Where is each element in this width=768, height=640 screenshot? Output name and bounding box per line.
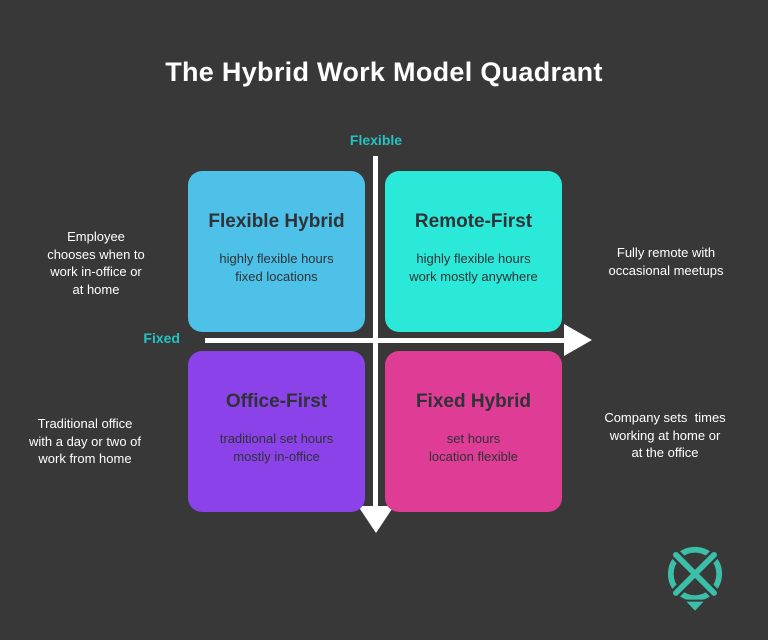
annotation-top-right: Fully remote with occasional meetups bbox=[608, 245, 724, 278]
quadrant-office-first: Office-First traditional set hours mostl… bbox=[188, 351, 365, 512]
pin-x-logo-icon bbox=[667, 546, 723, 614]
quadrant-title: Flexible Hybrid bbox=[208, 211, 345, 232]
quadrant-fixed-hybrid: Fixed Hybrid set hours location flexible bbox=[385, 351, 562, 512]
horizontal-axis-line bbox=[205, 338, 565, 343]
page-title: The Hybrid Work Model Quadrant bbox=[165, 57, 603, 87]
quadrant-title: Remote-First bbox=[414, 211, 533, 232]
quadrant-subtitle: set hours location flexible bbox=[429, 431, 518, 464]
axis-label-fixed: Fixed bbox=[143, 330, 180, 346]
quadrant-title: Fixed Hybrid bbox=[415, 391, 532, 412]
quadrant-title: Office-First bbox=[225, 391, 328, 412]
arrow-right-icon bbox=[564, 324, 592, 356]
annotation-top-left: Employee chooses when to work in-office … bbox=[47, 229, 145, 297]
annotation-bottom-left: Traditional office with a day or two of … bbox=[29, 416, 141, 467]
axis-label-flexible: Flexible bbox=[349, 132, 403, 148]
annotation-bottom-right: Company sets times working at home or at… bbox=[604, 410, 726, 461]
quadrant-remote-first: Remote-First highly flexible hours work … bbox=[385, 171, 562, 332]
quadrant-subtitle: highly flexible hours fixed locations bbox=[219, 251, 334, 284]
quadrant-subtitle: highly flexible hours work mostly anywhe… bbox=[409, 251, 538, 284]
arrow-down-icon bbox=[358, 506, 394, 533]
vertical-axis-line bbox=[373, 156, 378, 508]
quadrant-flexible-hybrid: Flexible Hybrid highly flexible hours fi… bbox=[188, 171, 365, 332]
quadrant-subtitle: traditional set hours mostly in-office bbox=[219, 431, 334, 464]
